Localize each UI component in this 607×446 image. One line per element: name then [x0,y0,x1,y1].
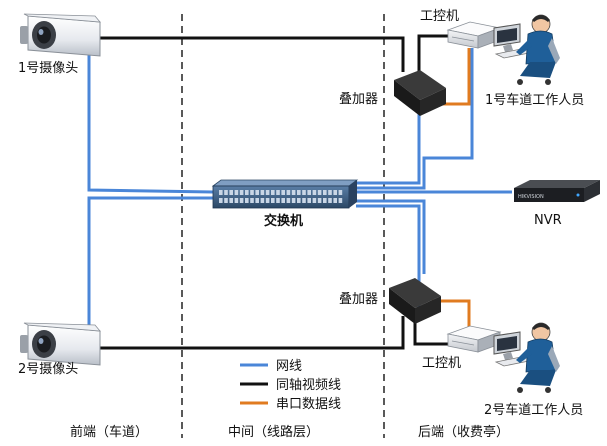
switch-port [302,198,306,203]
switch-port [291,198,296,203]
switch-port [239,190,244,195]
switch-port [281,190,285,195]
switch-port [260,198,265,203]
switch-port [276,190,280,195]
staff-person-2-icon [516,322,560,393]
legend-label-serial: 串口数据线 [276,397,341,412]
network-cables [87,48,512,330]
zone-label-front: 前端（车道） [70,424,148,440]
serial-cable-1 [436,48,471,106]
switch-port [328,198,332,203]
industrial-pc-2 [446,325,502,353]
workstation-1 [493,23,536,59]
legend-label-coax: 同轴视频线 [276,378,341,393]
switch-port [219,198,223,203]
serial-cable-2 [432,299,471,328]
switch-port [338,190,343,195]
legend-label-network: 网线 [276,359,302,374]
switch-port [229,190,233,195]
switch-port [271,198,275,203]
switch-port [219,190,223,195]
switch-port [312,190,317,195]
switch-port [297,198,301,203]
switch-port [250,198,254,203]
switch-port [234,190,239,195]
switch-port [286,190,291,195]
switch-port [333,198,337,203]
switch-port [229,198,233,203]
switch-port [302,190,306,195]
switch-port [286,198,291,203]
switch-port [307,190,311,195]
switch-port [281,198,285,203]
switch-port [328,190,332,195]
coax-cable-ipc2 [413,316,450,346]
switch-port [312,198,317,203]
switch-port [245,190,249,195]
network-cable-camera1 [87,48,214,194]
nvr-brand-text: HIKVISION [518,194,544,200]
network-cable-camera2 [87,196,213,330]
overlay-device-2 [389,278,441,324]
zone-label-middle: 中间（线路层） [228,424,319,440]
network-cable-ipc1 [356,48,474,190]
switch-port [224,190,228,195]
switch-port [260,190,265,195]
coax-cable-camera1 [92,36,405,72]
switch-port [333,190,337,195]
switch-port [323,190,327,195]
staff2-label: 2号车道工作人员 [484,402,583,418]
switch-port [291,190,296,195]
switch-port [265,198,270,203]
switch-port [224,198,228,203]
overlay1-label: 叠加器 [339,92,378,107]
camera1-label: 1号摄像头 [18,61,78,76]
nvr-device: HIKVISION [514,180,600,202]
switch-port [265,190,270,195]
switch-port [276,198,280,203]
serial-cables [432,48,471,328]
switch-port [323,198,327,203]
camera2-label: 2号摄像头 [18,362,78,377]
camera-1 [20,13,101,57]
staff1-label: 1号车道工作人员 [485,92,584,108]
overlay2-label: 叠加器 [339,292,378,307]
switch-port [317,190,322,195]
staff-person-1-icon [516,14,560,85]
switch-port [245,198,249,203]
switch-port [297,190,301,195]
network-cable-overlay2 [356,199,426,274]
ipc1-label: 工控机 [420,9,459,24]
ipc2-label: 工控机 [422,356,461,371]
legend: 网线 同轴视频线 串口数据线 [240,359,341,412]
coax-cable-camera2 [92,316,405,350]
coax-cable-ipc1 [417,34,450,72]
switch-port [255,190,259,195]
switch-port [317,198,322,203]
switch-port [271,190,275,195]
coax-cables [92,34,450,350]
switch-port [338,198,343,203]
switch-port [250,190,254,195]
network-cable-overlay1 [356,105,421,185]
camera-2 [20,322,101,366]
nvr-label: NVR [534,213,562,228]
workstation-2 [493,331,536,367]
switch-label: 交换机 [264,213,303,229]
switch-port [255,198,259,203]
zone-label-back: 后端（收费亭） [418,424,509,440]
industrial-pc-1 [446,21,502,49]
overlay-device-1 [394,70,446,116]
network-switch [211,179,359,209]
switch-port [239,198,244,203]
switch-ports [219,190,343,203]
switch-port [234,198,239,203]
switch-port [307,198,311,203]
